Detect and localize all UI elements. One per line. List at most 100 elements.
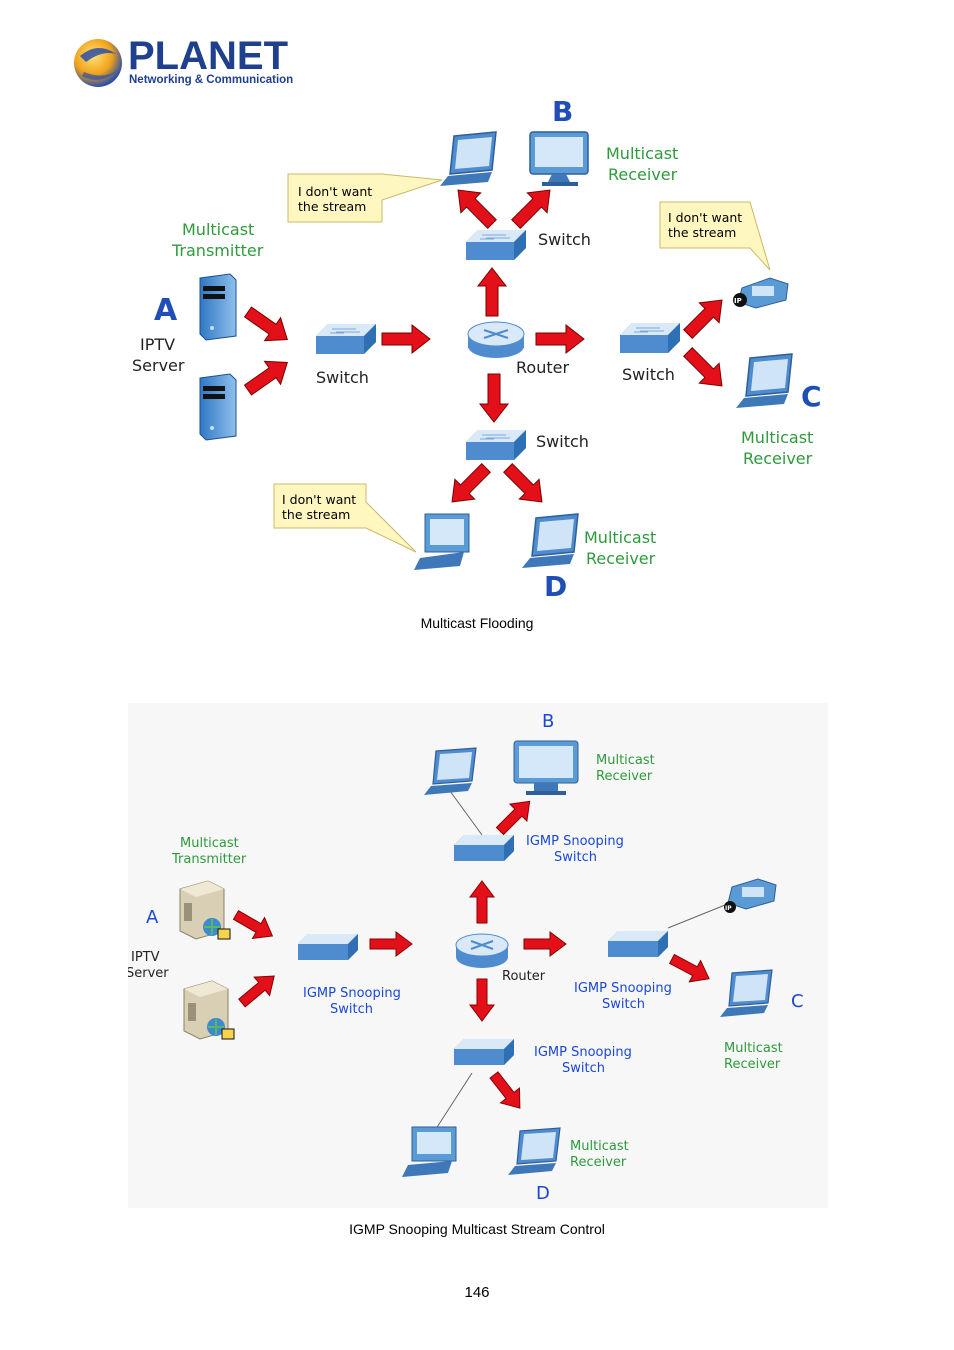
receiver-c-line2: Receiver xyxy=(724,1057,781,1072)
letter-a: A xyxy=(154,293,178,328)
receiver-c-line1: Multicast xyxy=(724,1041,783,1056)
planet-logo: PLANET Networking & Communication xyxy=(72,34,293,92)
server-icon xyxy=(199,273,237,341)
arrow-icon xyxy=(381,324,431,354)
arrow-icon xyxy=(505,179,561,235)
switch-icon xyxy=(465,429,527,461)
switch-icon xyxy=(608,931,668,957)
letter-b: B xyxy=(542,711,554,732)
letter-c: C xyxy=(791,991,804,1012)
figure1-caption: Multicast Flooding xyxy=(420,615,534,631)
diagram-element: IP xyxy=(725,905,732,912)
laptop-icon xyxy=(719,969,773,1018)
snoop-bottom-line2: Switch xyxy=(562,1061,605,1076)
receiver-d-line2: Receiver xyxy=(570,1155,627,1170)
iptv-label-line2: Server xyxy=(128,966,169,981)
diagram-element: IP xyxy=(734,297,742,305)
server-icon xyxy=(183,980,235,1040)
receiver-b-line1: Multicast xyxy=(606,144,678,163)
switch-icon xyxy=(315,323,377,355)
server-icon xyxy=(199,373,237,441)
callout-top-line2: the stream xyxy=(298,199,366,214)
logo-wordmark: PLANET xyxy=(128,34,288,78)
iptv-label-line1: IPTV xyxy=(140,335,175,354)
router-label: Router xyxy=(502,969,546,984)
arrow-icon xyxy=(477,267,507,317)
iptv-label-line1: IPTV xyxy=(131,950,160,965)
receiver-b-line2: Receiver xyxy=(608,165,678,184)
server-icon xyxy=(179,880,231,940)
receiver-c-line2: Receiver xyxy=(743,449,813,468)
arrow-icon xyxy=(523,931,567,957)
receiver-c-line1: Multicast xyxy=(741,428,813,447)
arrow-icon xyxy=(491,792,539,840)
snoop-left-line1: IGMP Snooping xyxy=(303,986,401,1001)
receiver-b-line2: Receiver xyxy=(596,769,653,784)
arrow-icon xyxy=(677,341,733,397)
letter-b: B xyxy=(552,95,573,128)
arrow-icon xyxy=(229,904,279,947)
callout-top: I don't want the stream xyxy=(287,173,443,223)
transmitter-label-line2: Transmitter xyxy=(171,852,247,867)
callout-bottom-line1: I don't want xyxy=(282,492,356,507)
multicast-flooding-diagram: I don't want the stream I don't want the… xyxy=(120,90,840,605)
snoop-top-line1: IGMP Snooping xyxy=(526,834,624,849)
transmitter-label-line2: Transmitter xyxy=(171,241,264,260)
laptop-icon xyxy=(439,131,497,187)
callout-top-line1: I don't want xyxy=(298,184,372,199)
transmitter-label-line1: Multicast xyxy=(182,220,254,239)
receiver-d-line2: Receiver xyxy=(586,549,656,568)
switch-icon xyxy=(454,835,514,861)
router-icon xyxy=(467,321,525,358)
arrow-icon xyxy=(469,978,495,1022)
callout-right-line2: the stream xyxy=(668,225,736,240)
igmp-snooping-diagram: A B C D IPTV Server Multicast Transmitte… xyxy=(126,703,828,1208)
switch-icon xyxy=(465,229,527,261)
snoop-bottom-line1: IGMP Snooping xyxy=(534,1045,632,1060)
arrow-icon xyxy=(484,1067,530,1116)
router-label: Router xyxy=(516,358,569,377)
router-icon xyxy=(455,933,509,968)
arrow-icon xyxy=(479,373,509,423)
arrow-icon xyxy=(239,350,296,402)
arrow-icon xyxy=(239,300,296,352)
page-number: 146 xyxy=(464,1284,490,1301)
desktop-icon xyxy=(414,513,470,570)
arrow-icon xyxy=(447,179,503,235)
desktop-icon xyxy=(513,740,579,795)
logo-tagline: Networking & Communication xyxy=(129,74,294,86)
snoop-top-line2: Switch xyxy=(554,850,597,865)
switch-icon xyxy=(298,934,358,960)
switch-right-label: Switch xyxy=(622,365,675,384)
letter-a: A xyxy=(146,907,159,928)
receiver-b-line1: Multicast xyxy=(596,753,655,768)
letter-d: D xyxy=(544,570,567,603)
switch-icon xyxy=(619,322,681,354)
arrow-icon xyxy=(497,457,553,513)
iptv-label-line2: Server xyxy=(132,356,185,375)
receiver-d-line1: Multicast xyxy=(570,1139,629,1154)
arrow-icon xyxy=(369,931,413,957)
snoop-left-line2: Switch xyxy=(330,1002,373,1017)
laptop-icon xyxy=(521,513,579,569)
receiver-d-line1: Multicast xyxy=(584,528,656,547)
figure2-caption: IGMP Snooping Multicast Stream Control xyxy=(349,1221,605,1237)
laptop-icon xyxy=(507,1127,561,1176)
callout-right-line1: I don't want xyxy=(668,210,742,225)
arrow-icon xyxy=(535,324,585,354)
arrow-icon xyxy=(233,966,283,1013)
desktop-icon xyxy=(529,131,589,187)
arrow-icon xyxy=(665,947,716,990)
switch-top-label: Switch xyxy=(538,230,591,249)
snoop-right-line2: Switch xyxy=(602,997,645,1012)
callout-bottom: I don't want the stream xyxy=(273,483,417,553)
arrow-icon xyxy=(469,880,495,924)
transmitter-label-line1: Multicast xyxy=(180,836,239,851)
snoop-right-line1: IGMP Snooping xyxy=(574,981,672,996)
desktop-icon xyxy=(402,1126,457,1177)
ip-phone-icon: IP xyxy=(724,878,777,913)
callout-right: I don't want the stream xyxy=(659,201,771,271)
globe-icon xyxy=(74,39,122,87)
arrow-icon xyxy=(677,289,733,345)
switch-left-label: Switch xyxy=(316,368,369,387)
